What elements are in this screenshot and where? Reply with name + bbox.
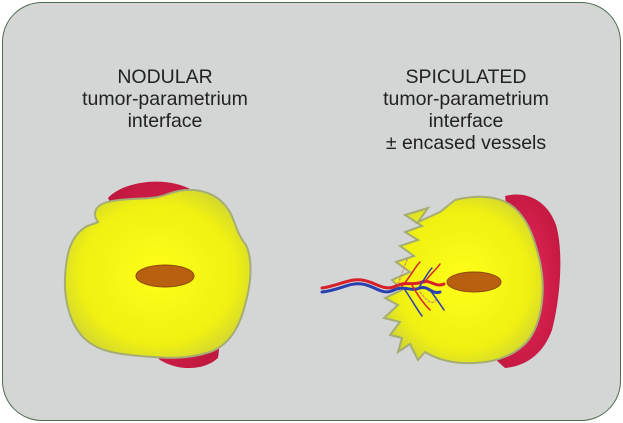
spiculated-tumor <box>322 194 560 368</box>
right-cervical-canal <box>447 272 501 292</box>
left-cervical-canal <box>136 265 194 287</box>
nodular-tumor <box>65 182 251 368</box>
